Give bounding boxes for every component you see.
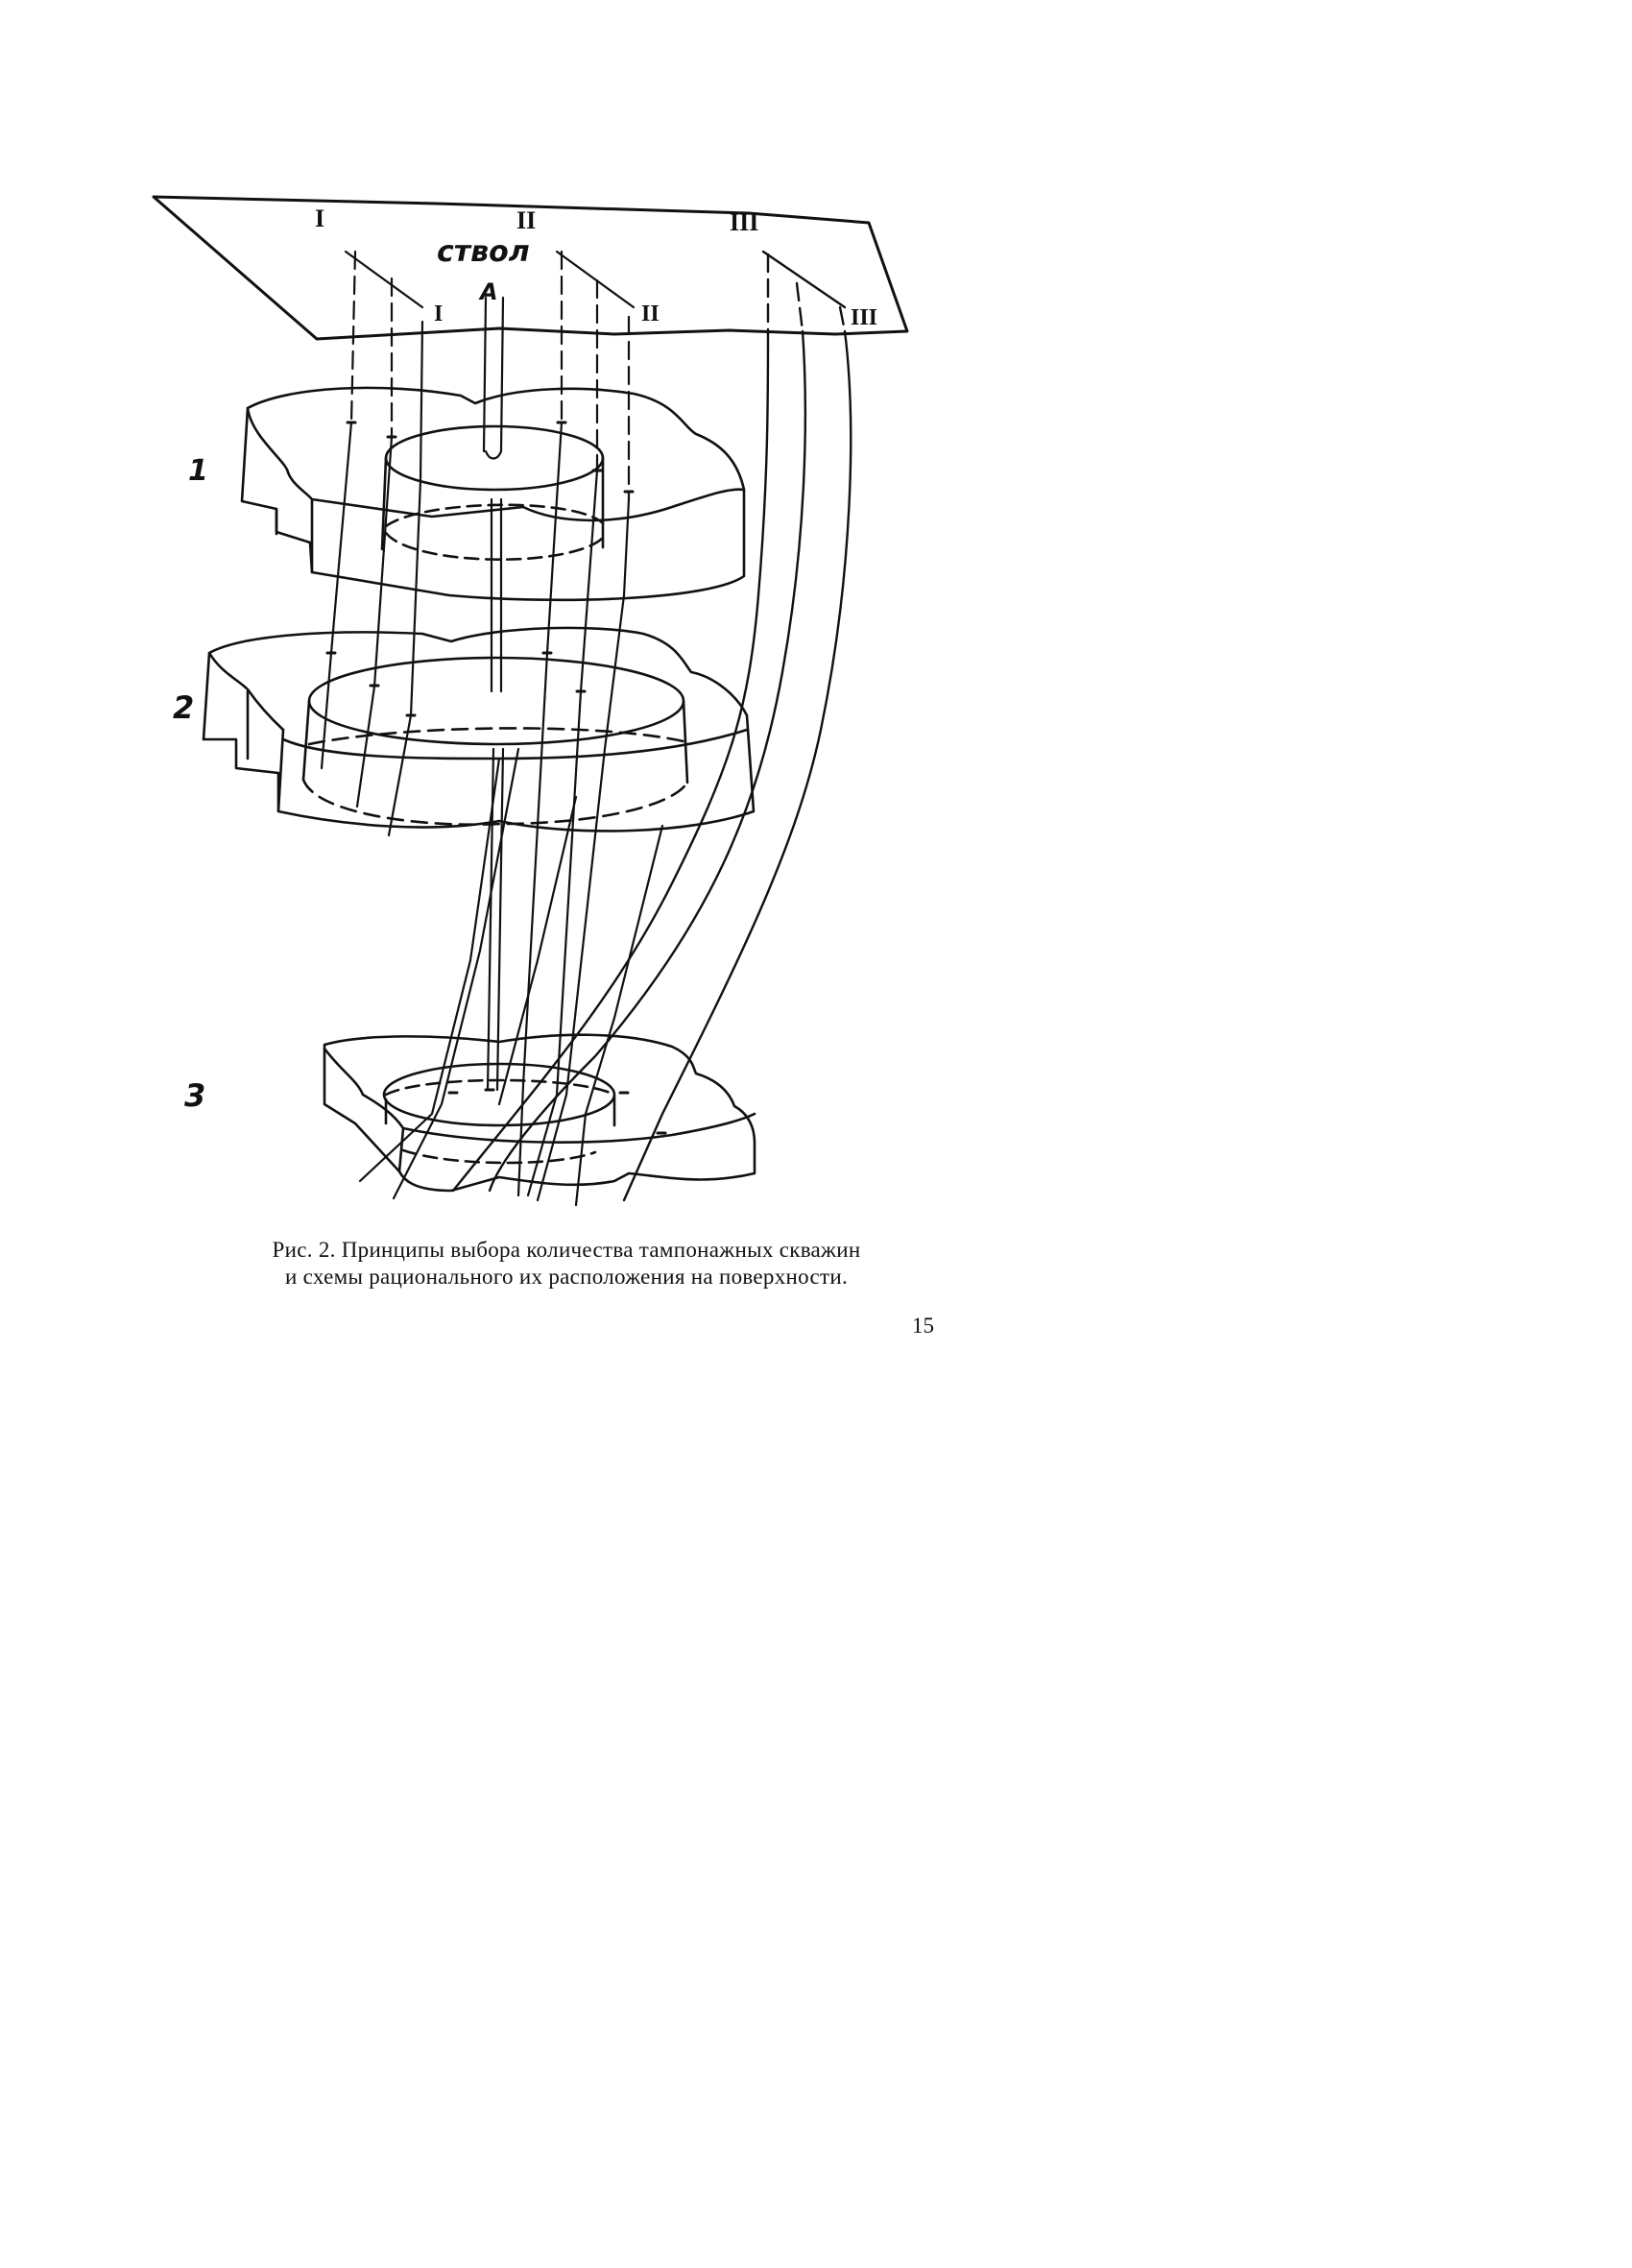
well-traces-lower <box>358 747 664 1207</box>
caption-line-1: Рис. 2. Принципы выбора количества тампо… <box>272 1238 861 1262</box>
shaft-label: ствол <box>437 235 530 269</box>
layer-3-label: 3 <box>184 1077 205 1114</box>
well-group-3 <box>451 250 852 1202</box>
crossing-ticks <box>325 421 667 1135</box>
group-2-mark: II <box>641 302 660 326</box>
aquifer-layer-2 <box>202 626 756 832</box>
layer-2-label: 2 <box>173 689 194 726</box>
aquifer-layer-3 <box>323 1033 756 1193</box>
group-1-mark: I <box>434 302 443 326</box>
shaft-column <box>482 296 505 1092</box>
group-3-mark: III <box>851 305 877 330</box>
well-layout-diagram: I II III I II III ствол A 1 2 3 <box>152 195 909 1207</box>
well-group-2 <box>516 250 636 1202</box>
group-1-label: I <box>315 205 324 232</box>
shaft-marker: A <box>478 278 498 305</box>
aquifer-layer-1 <box>240 386 746 602</box>
group-3-label: III <box>730 208 758 236</box>
group-2-label: II <box>516 206 536 234</box>
ground-surface-plane <box>152 195 909 341</box>
caption-line-2: и схемы рационального их расположения на… <box>284 1265 849 1289</box>
layer-1-label: 1 <box>188 454 208 488</box>
figure-caption: Рис. 2. Принципы выбора количества тампо… <box>163 1237 970 1291</box>
page-number: 15 <box>912 1314 934 1338</box>
